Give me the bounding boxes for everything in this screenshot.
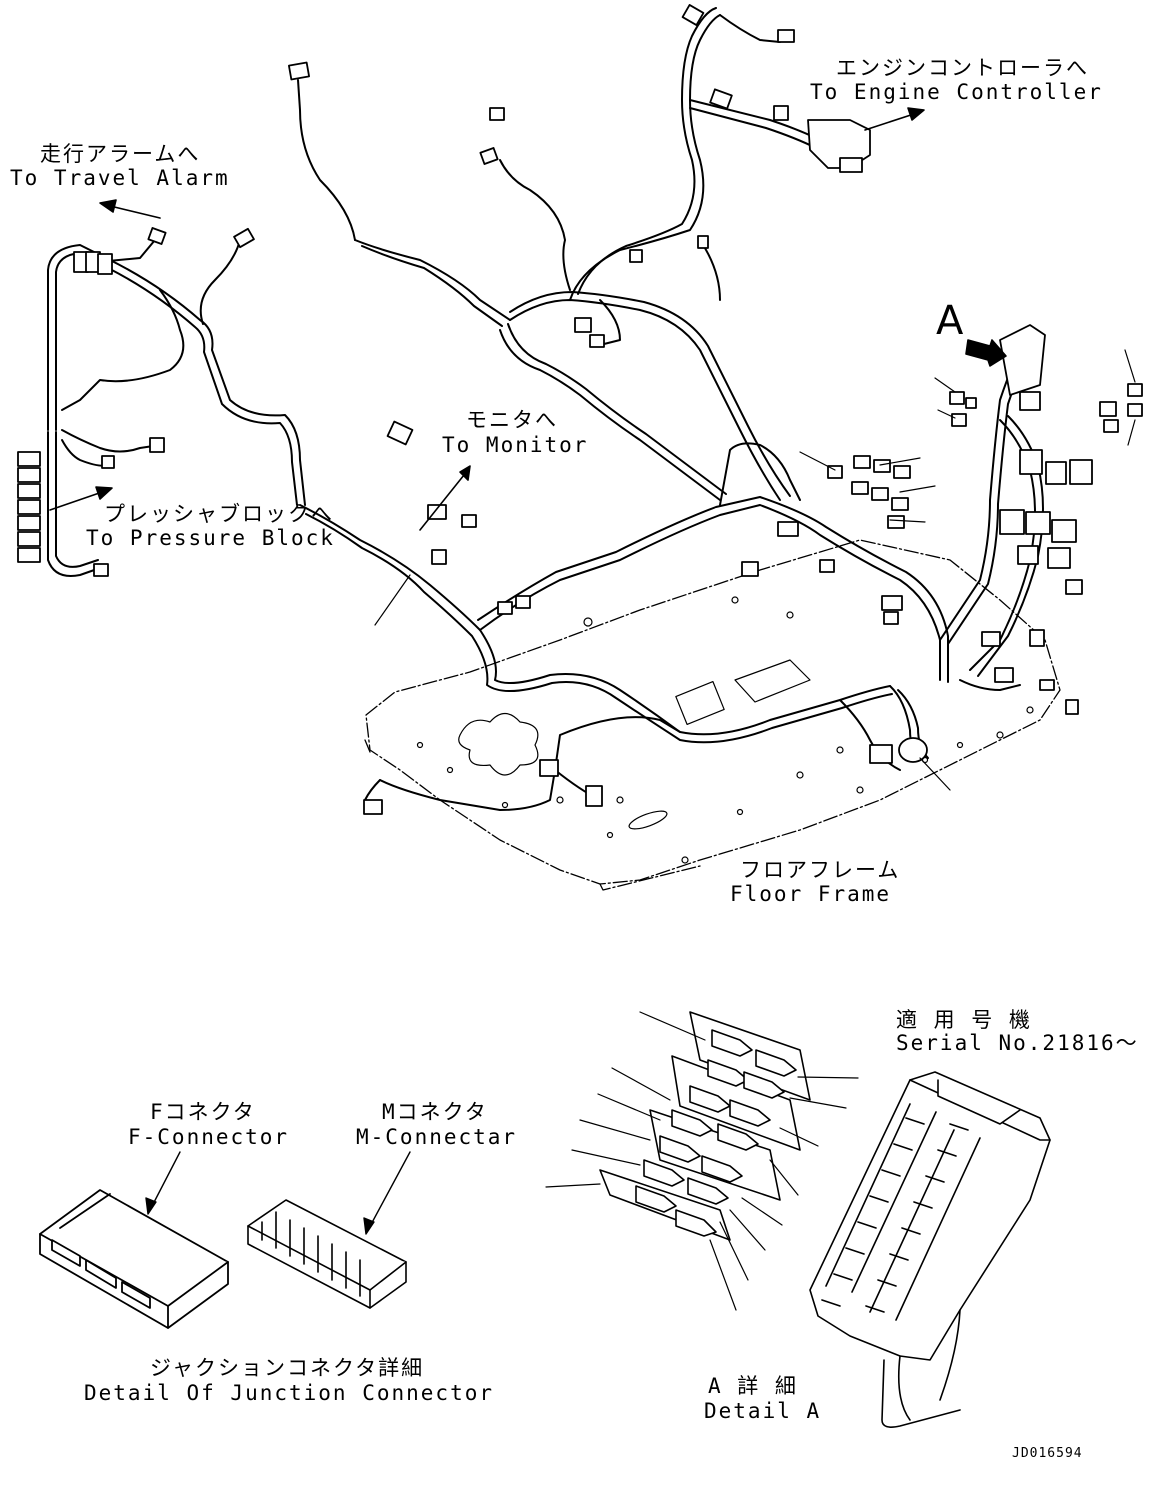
floor-frame-label-jp: フロアフレーム <box>740 858 901 882</box>
engine-controller-label-jp: エンジンコントローラへ <box>836 56 1089 80</box>
m-connector-label-en: M-Connectar <box>356 1125 518 1149</box>
floor-frame-label-en: Floor Frame <box>730 882 892 906</box>
connectors <box>18 5 1142 814</box>
drawing-number: JD016594 <box>1012 1446 1083 1461</box>
floor-frame-holes <box>418 597 1034 863</box>
junction-leaders <box>146 1152 410 1234</box>
m-connector-shape <box>248 1200 406 1308</box>
terminal-pins <box>636 1030 796 1236</box>
monitor-label-jp: モニタへ <box>466 408 558 432</box>
floor-frame-plate <box>365 540 1060 890</box>
travel-alarm-label-en: To Travel Alarm <box>10 166 230 190</box>
pointer-arrows <box>50 108 1006 530</box>
junction-detail-label-en: Detail Of Junction Connector <box>84 1381 495 1405</box>
detail-a-terminals <box>600 1012 810 1240</box>
detail-a-arrow-icon <box>966 340 1006 366</box>
detail-a-label-en: Detail A <box>704 1399 822 1423</box>
f-connector-label-jp: Fコネクタ <box>150 1100 256 1124</box>
travel-alarm-label-jp: 走行アラームへ <box>40 142 201 166</box>
f-connector-shape <box>40 1190 228 1328</box>
detail-a-label-jp: A 詳 細 <box>708 1374 798 1398</box>
serial-label-jp: 適 用 号 機 <box>896 1008 1032 1032</box>
junction-detail-label-jp: ジャクションコネクタ詳細 <box>150 1356 425 1380</box>
f-connector-label-en: F-Connector <box>128 1125 290 1149</box>
detail-a-leaders <box>546 1012 858 1310</box>
detail-a-marker: A <box>936 298 964 344</box>
main-harness <box>48 8 1043 810</box>
m-connector-label-jp: Mコネクタ <box>382 1100 488 1124</box>
pressure-block-label-jp: プレッシャブロックへ <box>104 502 334 526</box>
engine-controller-label-en: To Engine Controller <box>810 80 1103 104</box>
leader-lines <box>375 350 1135 790</box>
pressure-block-label-en: To Pressure Block <box>86 526 335 550</box>
serial-label-en: Serial No.21816～ <box>896 1031 1139 1055</box>
detail-a-connector-block <box>810 1072 1050 1427</box>
monitor-label-en: To Monitor <box>442 433 589 457</box>
